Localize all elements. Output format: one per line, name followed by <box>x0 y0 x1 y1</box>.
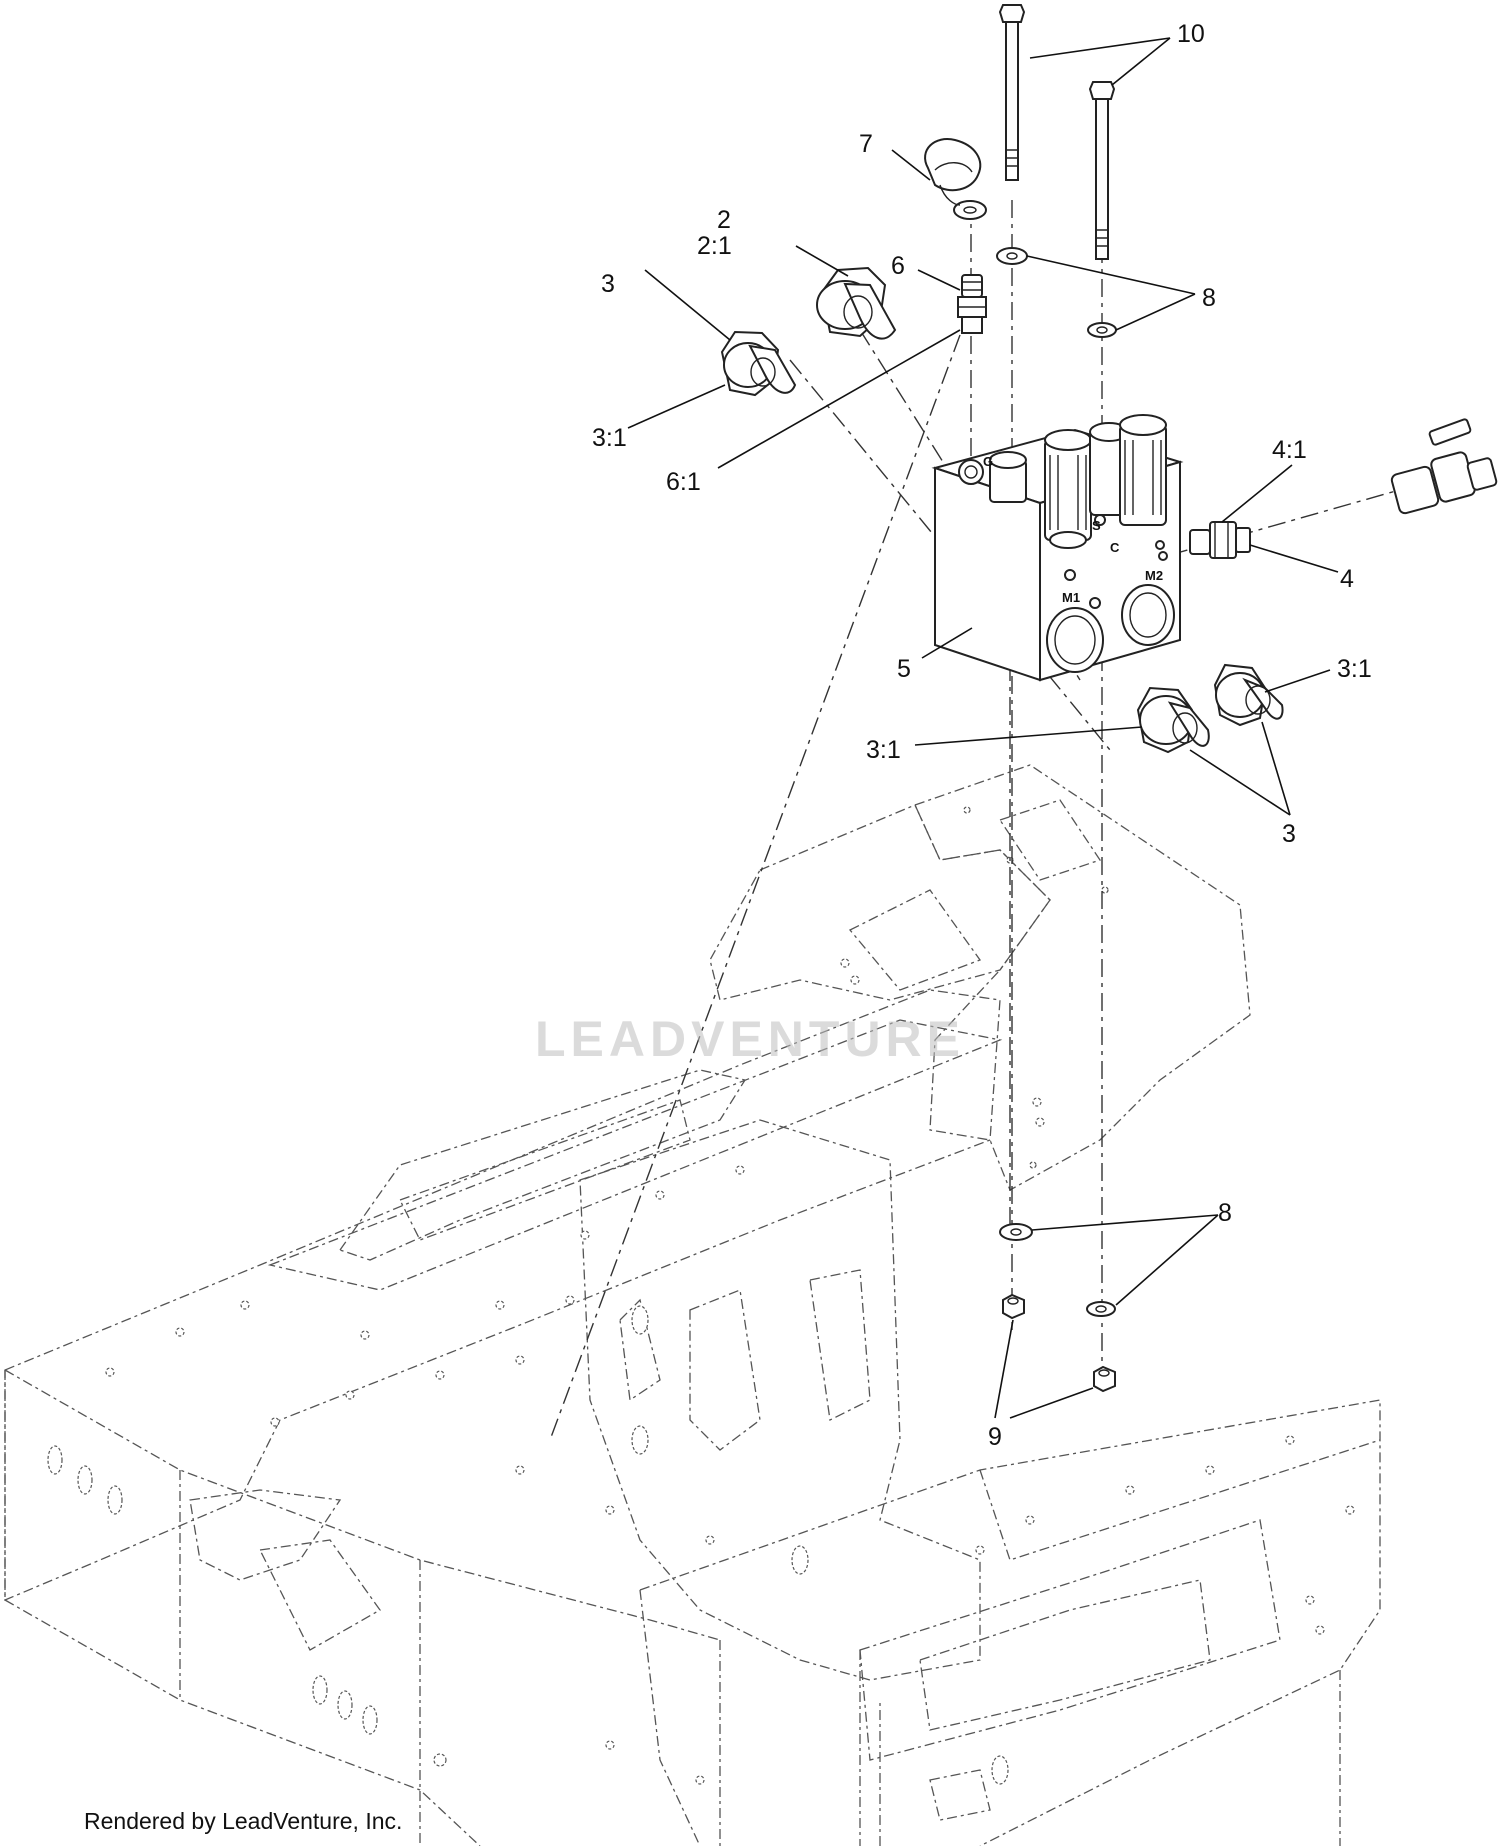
test-port-fitting <box>957 274 987 334</box>
callout-8-top: 8 <box>1202 284 1216 312</box>
port-label-m1: M1 <box>1062 590 1080 605</box>
callout-4: 4 <box>1340 565 1354 593</box>
adapter-fitting-m2 <box>1213 663 1284 727</box>
bolt-long-left <box>998 4 1026 181</box>
port-plug <box>816 266 897 340</box>
callout-8-bottom: 8 <box>1218 1199 1232 1227</box>
port-label-m2: M2 <box>1145 568 1163 583</box>
leader-lines <box>627 37 1339 1419</box>
nut-right <box>1093 1365 1116 1393</box>
nut-left <box>1002 1293 1025 1320</box>
chassis-frame <box>4 764 1381 1846</box>
dust-cap <box>924 138 987 220</box>
washer-top-right <box>1087 322 1117 338</box>
callout-3-left: 3 <box>601 270 615 298</box>
callout-3-1-left: 3:1 <box>592 424 627 452</box>
callout-6-1: 6:1 <box>666 468 701 496</box>
callout-5: 5 <box>897 655 911 683</box>
callout-3-1-right: 3:1 <box>1337 655 1372 683</box>
callout-3-1-mid: 3:1 <box>866 736 901 764</box>
footer-credit: Rendered by LeadVenture, Inc. <box>84 1808 403 1834</box>
straight-fitting <box>1189 521 1251 559</box>
bolt-long-right <box>1088 81 1116 260</box>
callout-10: 10 <box>1177 20 1205 48</box>
callout-2: 2 <box>717 206 731 234</box>
callout-3-bottom: 3 <box>1282 820 1296 848</box>
washer-bottom-right <box>1086 1301 1116 1317</box>
ball-valve <box>1390 418 1498 515</box>
valve-manifold-block: M1 M2 G C S <box>931 414 1184 682</box>
washer-bottom-left <box>999 1223 1033 1241</box>
callout-6: 6 <box>891 252 905 280</box>
adapter-fitting-left <box>720 330 797 397</box>
port-label-c: C <box>1110 540 1120 555</box>
callout-labels: 10 7 2 2:1 6 3 8 3:1 6:1 4:1 4 5 3:1 3:1… <box>592 20 1372 1451</box>
callout-7: 7 <box>859 130 873 158</box>
callout-4-1: 4:1 <box>1272 436 1307 464</box>
port-label-g: G <box>983 454 993 469</box>
callout-9: 9 <box>988 1423 1002 1451</box>
adapter-fitting-m1 <box>1136 686 1210 754</box>
watermark: LEADVENTURE <box>534 1011 966 1067</box>
washer-top-left <box>996 247 1028 265</box>
callout-2-1: 2:1 <box>697 232 732 260</box>
port-label-s: S <box>1092 518 1101 533</box>
assembly-center-lines <box>549 200 1471 1441</box>
